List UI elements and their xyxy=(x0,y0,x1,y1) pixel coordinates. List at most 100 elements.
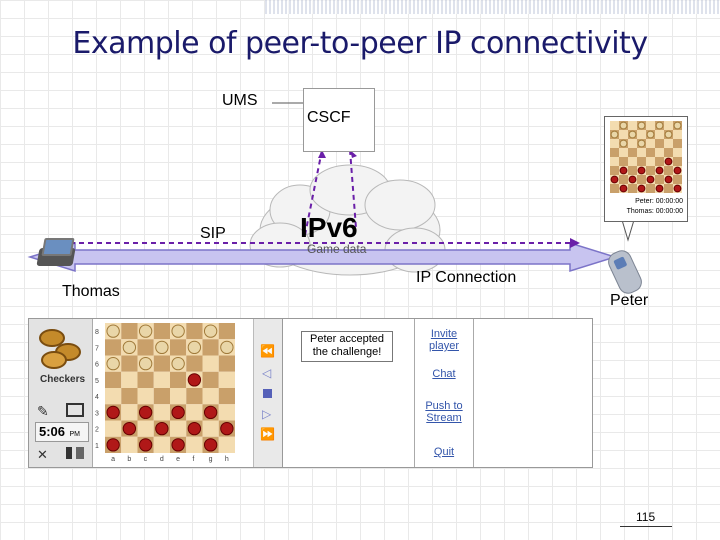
red-piece[interactable] xyxy=(610,175,619,184)
menu-push-line1[interactable]: Push to xyxy=(425,400,463,412)
board-square[interactable] xyxy=(170,371,187,388)
board-square[interactable] xyxy=(202,420,219,437)
red-piece[interactable] xyxy=(664,157,673,166)
board-square[interactable] xyxy=(218,404,235,421)
board-square[interactable] xyxy=(673,175,682,184)
red-piece[interactable] xyxy=(171,438,185,452)
menu-push-line2[interactable]: Stream xyxy=(426,412,462,424)
board-square[interactable] xyxy=(628,139,637,148)
board-square[interactable] xyxy=(121,371,138,388)
board-square[interactable] xyxy=(637,175,646,184)
board-square[interactable] xyxy=(619,157,628,166)
red-piece[interactable] xyxy=(655,166,664,175)
tools-icon[interactable]: ✕ xyxy=(37,447,48,462)
board-square[interactable] xyxy=(664,139,673,148)
light-piece[interactable] xyxy=(220,340,234,355)
last-icon[interactable]: ⏩ xyxy=(260,427,275,441)
board-square[interactable] xyxy=(202,355,219,372)
red-piece[interactable] xyxy=(155,421,169,436)
board-square[interactable] xyxy=(646,157,655,166)
light-piece[interactable] xyxy=(628,130,637,139)
board-square[interactable] xyxy=(170,388,187,405)
board-square[interactable] xyxy=(655,175,664,184)
light-piece[interactable] xyxy=(138,356,153,371)
light-piece[interactable] xyxy=(619,139,628,148)
board-square[interactable] xyxy=(121,388,138,405)
board-square[interactable] xyxy=(637,130,646,139)
board-square[interactable] xyxy=(186,388,203,405)
menu-invite-line2[interactable]: player xyxy=(429,340,459,352)
menu-chat[interactable]: Chat xyxy=(415,368,473,380)
red-piece[interactable] xyxy=(673,184,682,193)
board-square[interactable] xyxy=(673,148,682,157)
red-piece[interactable] xyxy=(187,373,202,387)
board-square[interactable] xyxy=(218,323,235,340)
red-piece[interactable] xyxy=(122,421,137,436)
light-piece[interactable] xyxy=(171,324,185,338)
board-square[interactable] xyxy=(153,371,170,388)
board-square[interactable] xyxy=(637,157,646,166)
board-square[interactable] xyxy=(646,139,655,148)
board-square[interactable] xyxy=(637,148,646,157)
board-square[interactable] xyxy=(105,371,122,388)
board-square[interactable] xyxy=(153,323,170,340)
light-piece[interactable] xyxy=(637,121,646,130)
board-square[interactable] xyxy=(153,355,170,372)
light-piece[interactable] xyxy=(664,130,673,139)
board-square[interactable] xyxy=(610,166,619,175)
red-piece[interactable] xyxy=(655,184,664,193)
board-square[interactable] xyxy=(628,148,637,157)
board-square[interactable] xyxy=(121,404,138,421)
board-square[interactable] xyxy=(137,420,154,437)
light-piece[interactable] xyxy=(122,340,137,355)
board-square[interactable] xyxy=(673,157,682,166)
board-square[interactable] xyxy=(628,166,637,175)
board-square[interactable] xyxy=(673,139,682,148)
light-piece[interactable] xyxy=(610,130,619,139)
board-square[interactable] xyxy=(186,436,203,453)
menu-invite-player[interactable]: Invite player xyxy=(415,328,473,352)
light-piece[interactable] xyxy=(187,340,202,355)
board-square[interactable] xyxy=(137,339,154,356)
board-square[interactable] xyxy=(673,130,682,139)
red-piece[interactable] xyxy=(637,166,646,175)
board-square[interactable] xyxy=(610,121,619,130)
board-square[interactable] xyxy=(646,166,655,175)
prev-icon[interactable]: ◁ xyxy=(262,366,272,380)
menu-quit[interactable]: Quit xyxy=(415,446,473,458)
light-piece[interactable] xyxy=(673,121,682,130)
menu-push-to-stream[interactable]: Push to Stream xyxy=(415,400,473,424)
board-square[interactable] xyxy=(121,323,138,340)
board-square[interactable] xyxy=(664,148,673,157)
next-icon[interactable]: ▷ xyxy=(262,407,272,421)
board-square[interactable] xyxy=(218,388,235,405)
board-square[interactable] xyxy=(186,323,203,340)
board-square[interactable] xyxy=(610,148,619,157)
board-square[interactable] xyxy=(153,436,170,453)
board-square[interactable] xyxy=(170,339,187,356)
board-square[interactable] xyxy=(105,420,122,437)
board-square[interactable] xyxy=(610,184,619,193)
light-piece[interactable] xyxy=(646,130,655,139)
red-piece[interactable] xyxy=(664,175,673,184)
board-square[interactable] xyxy=(105,388,122,405)
red-piece[interactable] xyxy=(628,175,637,184)
red-piece[interactable] xyxy=(220,421,234,436)
board-square[interactable] xyxy=(218,371,235,388)
trash-icon[interactable] xyxy=(76,447,84,459)
light-piece[interactable] xyxy=(171,356,185,371)
board-square[interactable] xyxy=(121,355,138,372)
board-square[interactable] xyxy=(202,388,219,405)
board-square[interactable] xyxy=(610,139,619,148)
board-square[interactable] xyxy=(105,339,122,356)
red-piece[interactable] xyxy=(637,184,646,193)
red-piece[interactable] xyxy=(106,405,120,420)
red-piece[interactable] xyxy=(673,166,682,175)
board-square[interactable] xyxy=(610,157,619,166)
light-piece[interactable] xyxy=(106,356,120,371)
red-piece[interactable] xyxy=(138,438,153,452)
light-piece[interactable] xyxy=(203,324,218,338)
red-piece[interactable] xyxy=(203,405,218,420)
board-square[interactable] xyxy=(664,166,673,175)
board-square[interactable] xyxy=(655,139,664,148)
